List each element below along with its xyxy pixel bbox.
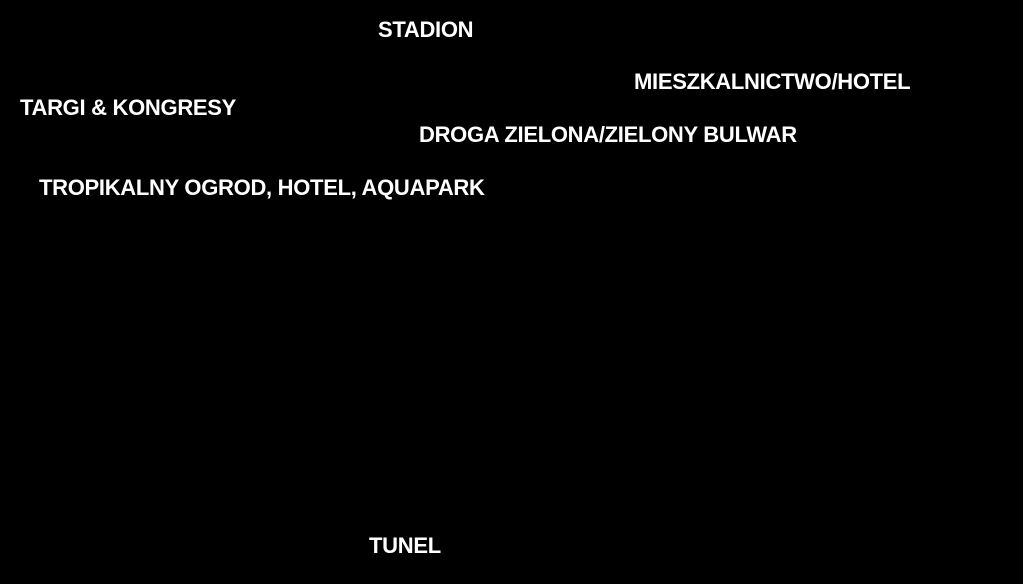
label-stadion: STADION — [378, 17, 474, 42]
label-tropikalny-ogrod: TROPIKALNY OGROD, HOTEL, AQUAPARK — [39, 175, 485, 200]
label-tunel: TUNEL — [369, 533, 441, 558]
label-droga-zielona: DROGA ZIELONA/ZIELONY BULWAR — [419, 122, 797, 147]
label-mieszkalnictwo-hotel: MIESZKALNICTWO/HOTEL — [634, 69, 911, 94]
label-targi-kongresy: TARGI & KONGRESY — [20, 95, 237, 120]
